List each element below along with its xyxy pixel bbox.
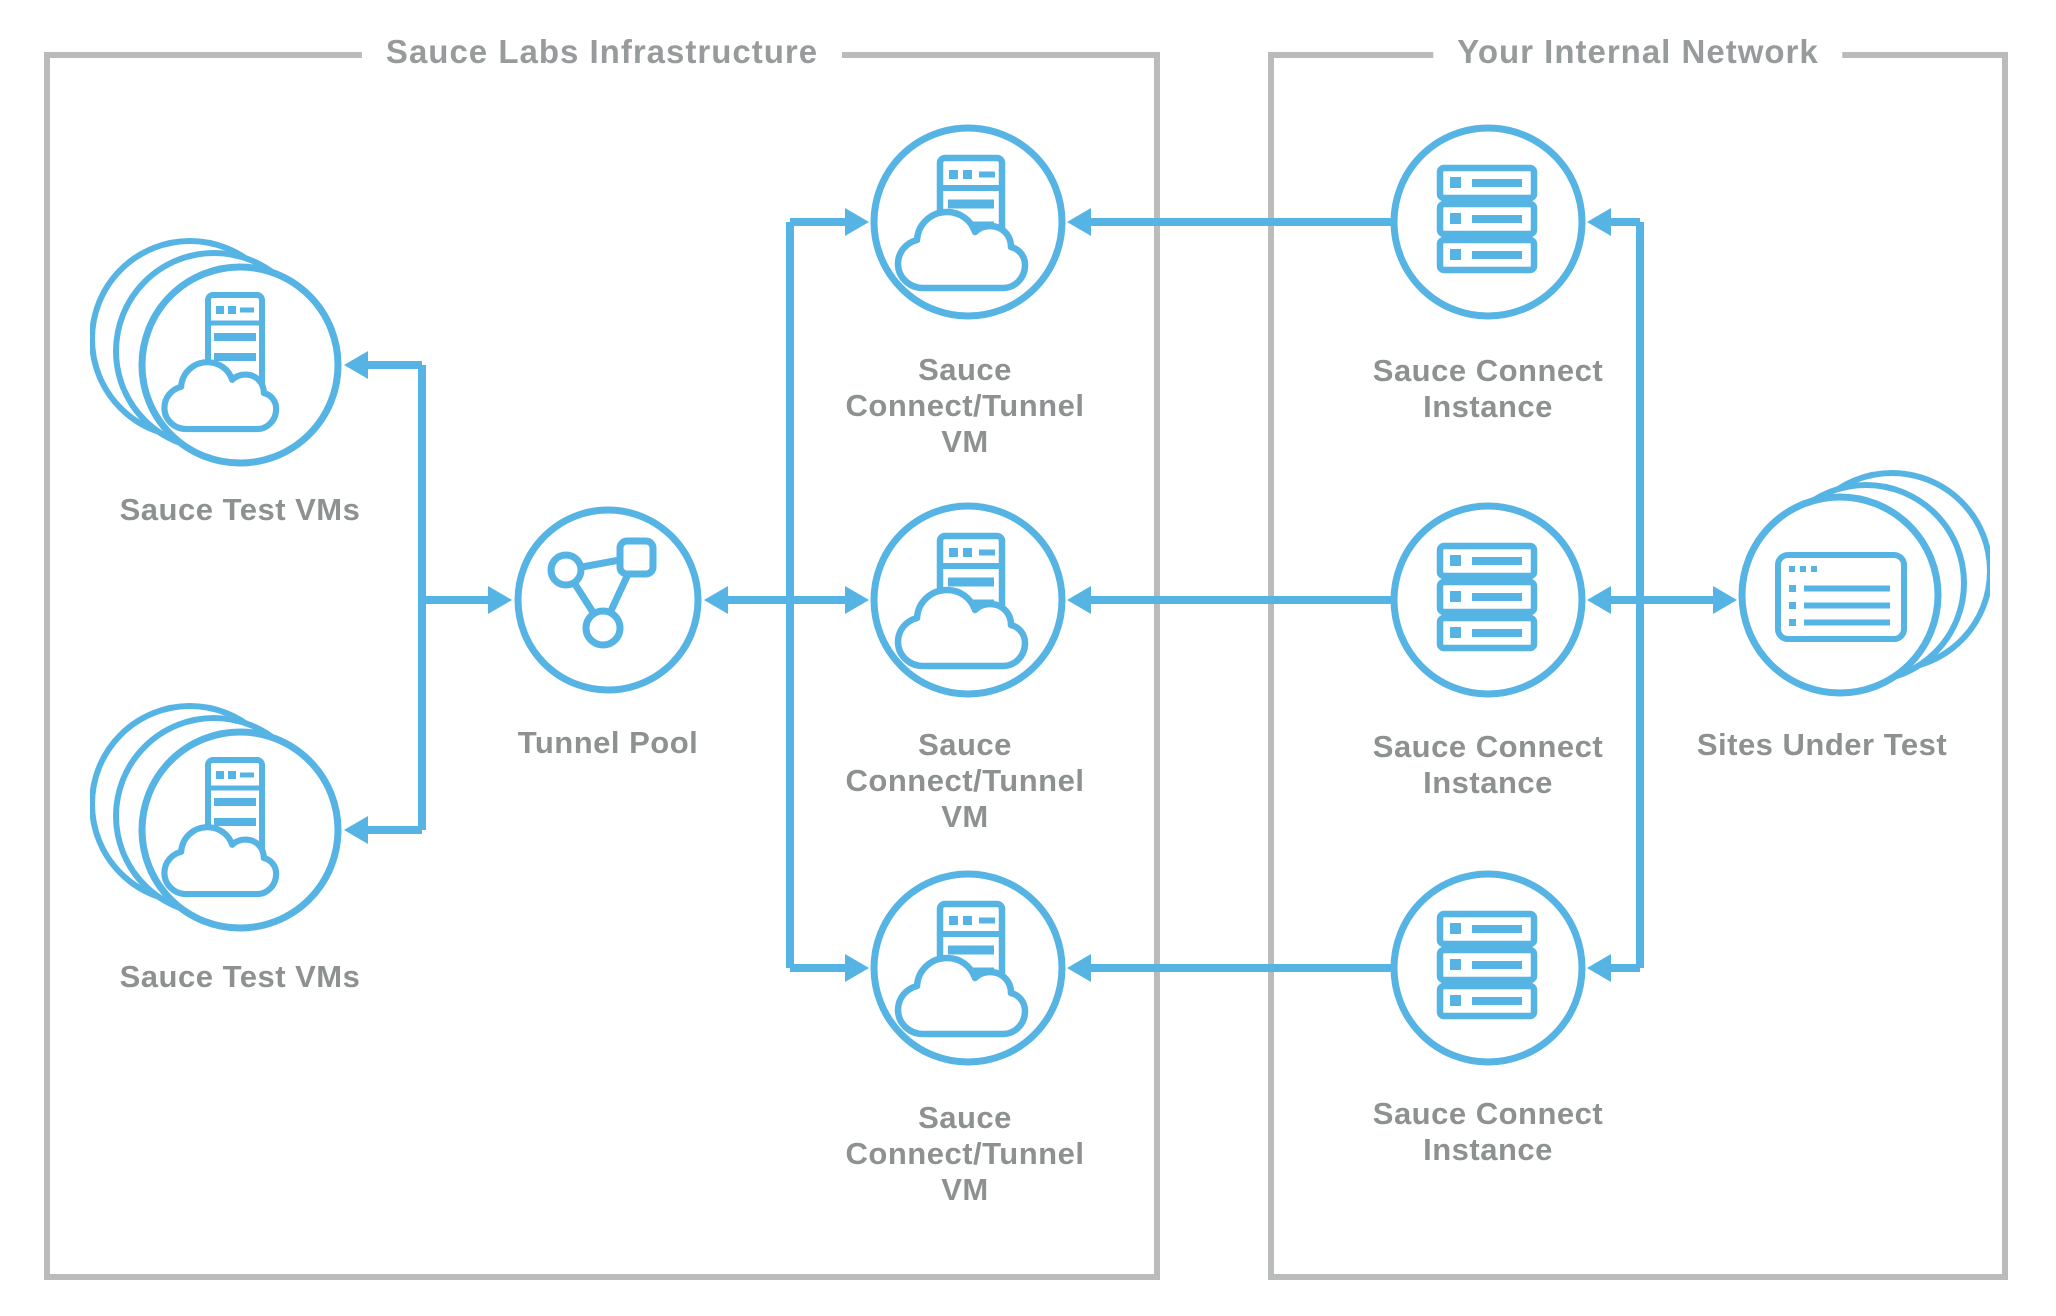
cloud-server-icon: [868, 122, 1068, 322]
server-rack-icon: [1388, 500, 1588, 700]
label-sauce-test-vms-top: Sauce Test VMs: [119, 492, 361, 527]
label-sauce-connect-tunnel-vm-3: Sauce Connect/Tunnel VM: [845, 1100, 1085, 1207]
label-sauce-connect-instance-2: Sauce Connect Instance: [1372, 729, 1604, 800]
zone-title-left: Sauce Labs Infrastructure: [361, 29, 843, 75]
node-tunnel-pool: [508, 500, 708, 705]
cloud-server-stack-icon: [90, 700, 350, 950]
node-sauce-connect-instance-3: [1388, 868, 1588, 1073]
zone-title-right: Your Internal Network: [1433, 29, 1843, 75]
label-sauce-connect-instance-3: Sauce Connect Instance: [1372, 1096, 1604, 1167]
node-sites-under-test: [1730, 465, 1990, 720]
label-sauce-test-vms-bottom: Sauce Test VMs: [119, 959, 361, 994]
node-sauce-connect-instance-1: [1388, 122, 1588, 327]
cloud-server-icon: [868, 500, 1068, 700]
node-sauce-connect-tunnel-vm-2: [868, 500, 1068, 705]
server-rack-icon: [1388, 122, 1588, 322]
node-sauce-test-vms-bottom: [90, 700, 350, 955]
network-nodes-icon: [508, 500, 708, 700]
node-sauce-connect-tunnel-vm-3: [868, 868, 1068, 1073]
browser-window-stack-icon: [1730, 465, 1990, 715]
node-sauce-connect-tunnel-vm-1: [868, 122, 1068, 327]
cloud-server-icon: [868, 868, 1068, 1068]
server-rack-icon: [1388, 868, 1588, 1068]
arrowheads: [344, 208, 1737, 982]
label-sites-under-test: Sites Under Test: [1696, 727, 1948, 762]
node-sauce-test-vms-top: [90, 235, 350, 490]
label-tunnel-pool: Tunnel Pool: [517, 725, 699, 760]
label-sauce-connect-tunnel-vm-1: Sauce Connect/Tunnel VM: [845, 352, 1085, 459]
label-sauce-connect-instance-1: Sauce Connect Instance: [1372, 353, 1604, 424]
cloud-server-stack-icon: [90, 235, 350, 485]
node-sauce-connect-instance-2: [1388, 500, 1588, 705]
label-sauce-connect-tunnel-vm-2: Sauce Connect/Tunnel VM: [845, 727, 1085, 834]
